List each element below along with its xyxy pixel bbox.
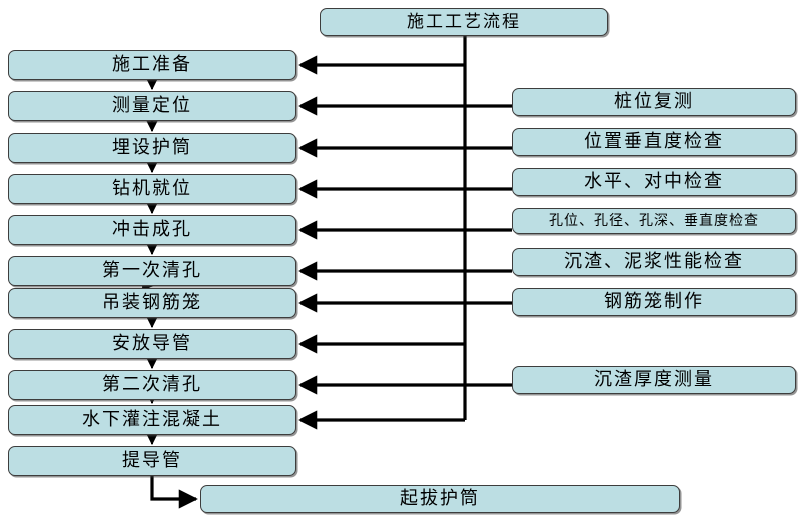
- inspection-item-rebar-cage-fabrication[interactable]: 钢筋笼制作: [512, 288, 796, 316]
- inspection-item-label: 桩位复测: [614, 91, 694, 112]
- process-step-place-tremie-pipe[interactable]: 安放导管: [8, 329, 296, 359]
- inspection-item-level-centering-check[interactable]: 水平、对中检查: [512, 168, 796, 196]
- process-step-impact-drilling[interactable]: 冲击成孔: [8, 215, 296, 245]
- inspection-item-sediment-slurry-check[interactable]: 沉渣、泥浆性能检查: [512, 248, 796, 276]
- inspection-item-position-verticality-check[interactable]: 位置垂直度检查: [512, 128, 796, 156]
- process-step-label: 安放导管: [112, 333, 192, 354]
- inspection-item-pile-position-recheck[interactable]: 桩位复测: [512, 88, 796, 116]
- process-step-label: 水下灌注混凝土: [82, 409, 222, 430]
- inspection-item-label: 水平、对中检查: [584, 171, 724, 192]
- process-step-label: 起拔护筒: [400, 488, 480, 509]
- process-step-survey-positioning[interactable]: 测量定位: [8, 91, 296, 121]
- process-step-lift-tremie-pipe[interactable]: 提导管: [8, 446, 296, 476]
- diagram-title-label: 施工工艺流程: [407, 11, 521, 32]
- process-step-label: 冲击成孔: [112, 219, 192, 240]
- inspection-item-label: 位置垂直度检查: [584, 131, 724, 152]
- tail-connector: [150, 476, 198, 509]
- process-step-label: 埋设护筒: [112, 137, 192, 158]
- feedback-arrows: [298, 55, 512, 430]
- process-step-label: 测量定位: [112, 95, 192, 116]
- inspection-item-label: 沉渣厚度测量: [594, 369, 714, 390]
- process-step-label: 提导管: [122, 450, 182, 471]
- process-step-underwater-concrete-pour[interactable]: 水下灌注混凝土: [8, 405, 296, 435]
- process-step-second-hole-cleaning[interactable]: 第二次清孔: [8, 370, 296, 400]
- process-step-label: 施工准备: [112, 54, 192, 75]
- inspection-item-label: 孔位、孔径、孔深、垂直度检查: [549, 213, 759, 229]
- process-step-construction-preparation[interactable]: 施工准备: [8, 50, 296, 80]
- process-step-first-hole-cleaning[interactable]: 第一次清孔: [8, 256, 296, 286]
- process-step-extract-casing[interactable]: 起拔护筒: [200, 485, 680, 513]
- process-step-hoist-rebar-cage[interactable]: 吊装钢筋笼: [8, 288, 296, 318]
- process-step-label: 第一次清孔: [102, 260, 202, 281]
- inspection-item-hole-geometry-check[interactable]: 孔位、孔径、孔深、垂直度检查: [512, 208, 796, 234]
- diagram-title-box: 施工工艺流程: [320, 8, 608, 36]
- inspection-item-label: 钢筋笼制作: [604, 291, 704, 312]
- process-step-rig-in-place[interactable]: 钻机就位: [8, 174, 296, 204]
- inspection-item-sediment-thickness-measure[interactable]: 沉渣厚度测量: [512, 366, 796, 394]
- process-step-label: 吊装钢筋笼: [102, 292, 202, 313]
- inspection-item-label: 沉渣、泥浆性能检查: [564, 251, 744, 272]
- process-step-label: 钻机就位: [112, 178, 192, 199]
- process-step-embed-casing[interactable]: 埋设护筒: [8, 133, 296, 163]
- process-step-label: 第二次清孔: [102, 374, 202, 395]
